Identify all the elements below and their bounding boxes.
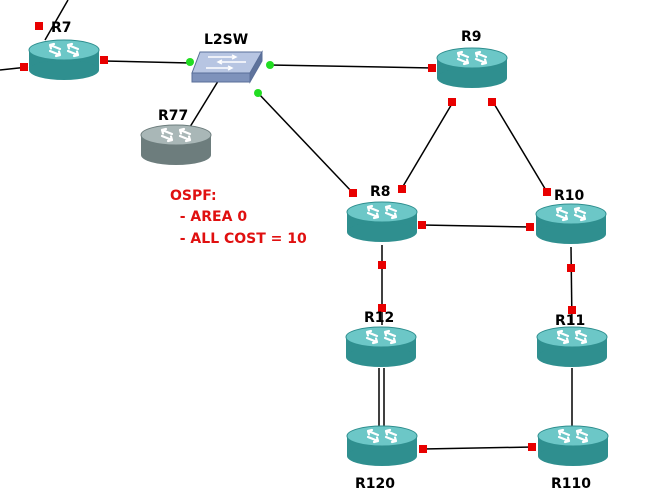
port-status-icon — [35, 22, 43, 30]
router-r7[interactable] — [27, 38, 101, 82]
port-status-icon — [543, 188, 551, 196]
port-status-icon — [526, 223, 534, 231]
link-r7-edge-top[interactable] — [44, 0, 69, 41]
switch-l2sw[interactable] — [191, 50, 263, 84]
switch-icon — [191, 50, 263, 84]
link-l2sw-r9[interactable] — [269, 64, 434, 69]
node-label-r10: R10 — [554, 188, 585, 204]
node-label-r120: R120 — [355, 476, 395, 492]
port-status-icon — [20, 63, 28, 71]
router-icon — [345, 424, 419, 468]
port-status-icon — [567, 264, 575, 272]
node-label-r8: R8 — [370, 184, 391, 200]
port-status-icon — [448, 98, 456, 106]
router-r110[interactable] — [536, 424, 610, 468]
router-icon — [536, 424, 610, 468]
link-r9-r10[interactable] — [492, 101, 548, 193]
port-status-icon — [186, 58, 194, 66]
links — [0, 0, 573, 450]
router-icon — [435, 46, 509, 90]
link-r8-r10[interactable] — [421, 224, 531, 228]
link-l2sw-r8[interactable] — [257, 92, 354, 194]
node-label-r9: R9 — [461, 29, 482, 45]
node-label-r12: R12 — [364, 310, 394, 326]
port-status-icon — [418, 221, 426, 229]
node-label-r7: R7 — [51, 20, 72, 36]
port-status-icon — [266, 61, 274, 69]
port-markers — [20, 22, 576, 453]
router-icon — [139, 123, 213, 167]
port-status-icon — [349, 189, 357, 197]
ospf-note[interactable]: OSPF: - AREA 0 - ALL COST = 10 — [170, 188, 307, 247]
router-r120[interactable] — [345, 424, 419, 468]
port-status-icon — [398, 185, 406, 193]
router-r77[interactable] — [139, 123, 213, 167]
router-r8[interactable] — [345, 200, 419, 244]
port-status-icon — [568, 306, 576, 314]
link-r120-r110[interactable] — [422, 446, 534, 450]
port-status-icon — [428, 64, 436, 72]
router-r11[interactable] — [535, 325, 609, 369]
router-icon — [345, 200, 419, 244]
router-icon — [535, 325, 609, 369]
router-r10[interactable] — [534, 202, 608, 246]
link-r9-r8[interactable] — [401, 101, 454, 189]
ospf-note-line-2: - AREA 0 — [170, 209, 247, 225]
port-status-icon — [378, 304, 386, 312]
node-label-r77: R77 — [158, 108, 188, 124]
node-label-r110: R110 — [551, 476, 591, 492]
port-status-icon — [488, 98, 496, 106]
link-r7-l2sw[interactable] — [103, 60, 191, 64]
port-status-icon — [419, 445, 427, 453]
port-status-icon — [254, 89, 262, 97]
router-icon — [27, 38, 101, 82]
node-label-l2sw: L2SW — [204, 32, 248, 48]
port-status-icon — [528, 443, 536, 451]
ospf-note-line-3: - ALL COST = 10 — [170, 231, 307, 247]
ospf-note-line-1: OSPF: — [170, 188, 217, 204]
port-status-icon — [378, 261, 386, 269]
router-icon — [534, 202, 608, 246]
router-r12[interactable] — [344, 325, 418, 369]
node-label-r11: R11 — [555, 313, 585, 329]
node-labels: R7 L2SW R77 R9 R8 R10 R12 R11 R120 R110 — [51, 20, 591, 492]
router-r9[interactable] — [435, 46, 509, 90]
port-status-icon — [100, 56, 108, 64]
router-icon — [344, 325, 418, 369]
